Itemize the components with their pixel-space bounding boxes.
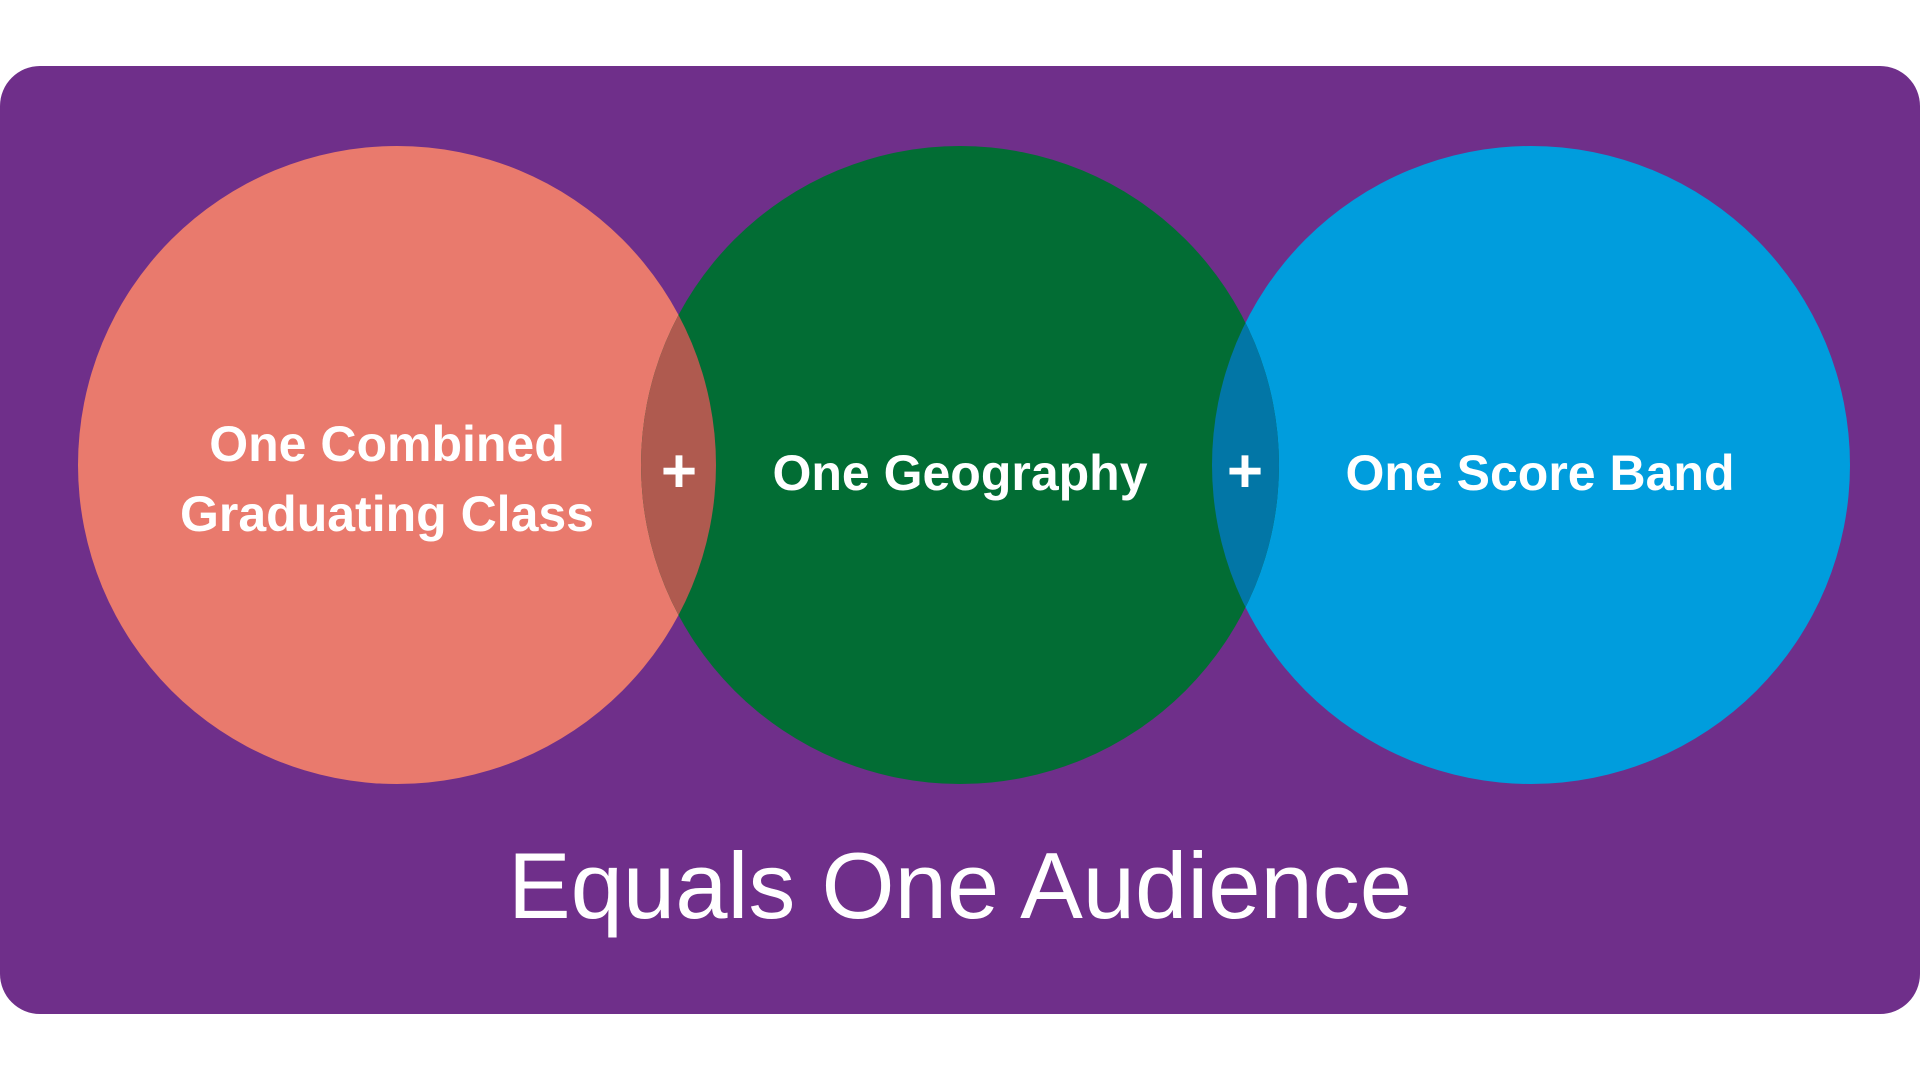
circle-label-line: One Combined xyxy=(209,416,565,472)
circle-label-line: Graduating Class xyxy=(180,486,594,542)
circle-label-line: One Score Band xyxy=(1346,445,1735,501)
circle-score-band xyxy=(1212,146,1850,784)
circle-geography xyxy=(641,146,1279,784)
result-text: Equals One Audience xyxy=(508,833,1412,938)
circle-label-line: One Geography xyxy=(772,445,1147,501)
plus-operator: + xyxy=(661,437,697,506)
plus-operator: + xyxy=(1227,437,1263,506)
circle-combined-graduating-class xyxy=(78,146,716,784)
